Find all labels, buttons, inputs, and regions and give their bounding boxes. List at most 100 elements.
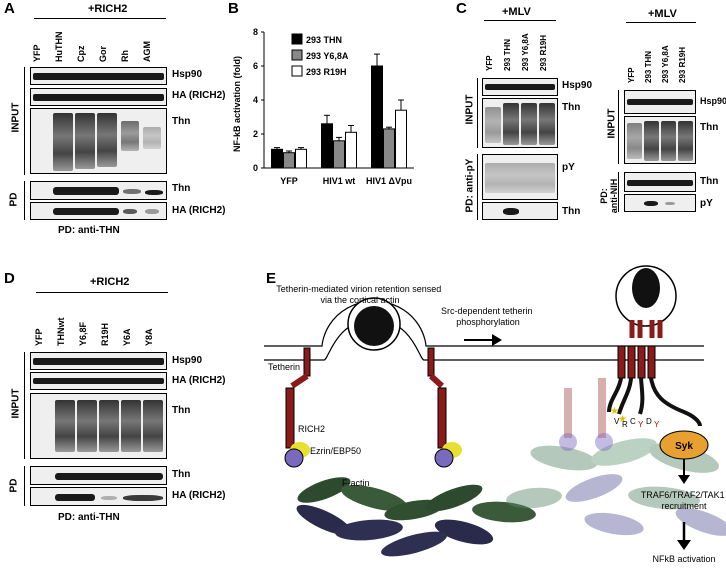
tetherin-complex-left [284, 347, 311, 468]
panel-d-header-line [36, 292, 168, 293]
x-tick-label: YFP [280, 176, 298, 186]
panel-d-blot-thn-pd [30, 466, 167, 485]
panel-d-row-thn: Thn [172, 405, 191, 416]
legend-label: 293 THN [306, 35, 342, 45]
panel-b-label: B [228, 0, 239, 17]
lane-label: R19H [100, 322, 110, 346]
panel-c-left-blot-thn-pd [482, 202, 558, 220]
lane-label: 293 THN [503, 38, 512, 71]
bar [333, 140, 345, 169]
y-tick-label: 2 [253, 129, 258, 139]
actin-cortex-left [296, 477, 536, 557]
panel-c-left-row-thn-pd: Thn [562, 206, 581, 217]
motif-letter: D [646, 417, 652, 426]
lane-label: THNwt [56, 317, 66, 347]
traf-label: TRAF6/TRAF2/TAK1 recruitment [641, 490, 726, 511]
svg-text:★: ★ [618, 414, 627, 425]
panel-c-left-pd-bracket [477, 154, 478, 220]
lane-label: 293 R19H [678, 46, 687, 83]
lane-label: Rh [120, 50, 130, 62]
panel-a-row-ha-pd: HA (RICH2) [172, 205, 226, 216]
y-tick-label: 6 [253, 61, 258, 71]
panel-d-label: D [4, 270, 15, 287]
panel-a-label: A [4, 0, 15, 17]
panel-c-left-pd-label: PD: anti-pY [464, 158, 476, 213]
panel-d-blot-ha-pd [30, 487, 167, 506]
lane-label: Y8A [144, 328, 154, 346]
legend-swatch [291, 33, 303, 45]
panel-d-row-thn-pd: Thn [172, 469, 191, 480]
bar [371, 65, 383, 169]
panel-a-row-ha: HA (RICH2) [172, 90, 226, 101]
panel-a-blot-thn-pd [30, 181, 167, 200]
lane-label: YFP [485, 55, 494, 71]
panel-c-right-row-py: pY [700, 198, 713, 209]
motif-letter: C [630, 417, 636, 426]
nfkb-label: NFkB activation [652, 554, 715, 564]
legend-label: 293 R19H [306, 67, 347, 77]
tetherin-complex-mid [427, 347, 462, 468]
virion-right [615, 265, 677, 338]
motif-letter: V [614, 417, 620, 426]
panel-c-right-header-line [626, 22, 696, 23]
panel-c-right-blot-hsp90 [624, 90, 696, 114]
panel-d-pd-label: PD [8, 478, 20, 493]
panel-a-caption: PD: anti-THN [58, 225, 120, 236]
panel-d-caption: PD: anti-THN [58, 512, 120, 523]
panel-a-header: +RICH2 [88, 3, 128, 15]
lane-label: Y6,8F [78, 321, 88, 346]
src-label: Src-dependent tetherin phosphorylation [441, 306, 535, 327]
retention-label: Tetherin-mediated virion retention sense… [276, 284, 444, 305]
panel-c-right-pd-bracket [618, 172, 619, 212]
panel-c-left-header-line [484, 20, 556, 21]
panel-a-pd-label: PD [8, 192, 20, 207]
lane-label: 293 Y6,8A [521, 33, 530, 71]
panel-d-row-ha-pd: HA (RICH2) [172, 490, 226, 501]
lane-label: YFP [32, 44, 42, 62]
panel-c-right-pd-label: PD: anti-NIH [599, 178, 619, 214]
panel-d-blot-thn-input [30, 393, 167, 459]
panel-c-right-row-thn-pd: Thn [700, 176, 719, 187]
panel-a-blot-ha-input [30, 88, 167, 106]
panel-a-pd-bracket [24, 181, 25, 220]
panel-d-row-hsp90: Hsp90 [172, 355, 203, 366]
panel-c-left-row-hsp90: Hsp90 [562, 80, 593, 91]
rich2-label: RICH2 [298, 424, 325, 434]
legend-swatch [291, 65, 303, 77]
bar [295, 148, 307, 169]
virion-left [347, 297, 401, 351]
lane-label: YFP [34, 328, 44, 346]
panel-a-row-thn: Thn [172, 116, 191, 127]
lane-label: 293 Y6,8A [661, 45, 670, 83]
tetherin-complex-right: ★ ★ [559, 345, 702, 451]
panel-a-row-hsp90: Hsp90 [172, 69, 203, 80]
chart-y-axis-label: NF-kB activation (fold) [232, 56, 242, 152]
lane-label: Gor [98, 45, 108, 62]
y-tick-label: 4 [253, 95, 258, 105]
lane-label: YFP [627, 67, 636, 83]
panel-e-label: E [266, 270, 277, 287]
ezrin-label: Ezrin/EBP50 [310, 446, 361, 456]
factin-label: F-actin [342, 478, 370, 488]
panel-a-input-bracket [24, 67, 25, 175]
panel-a-input-label: INPUT [10, 102, 22, 133]
panel-a-blot-thn-input [30, 108, 167, 174]
panel-c-left-input-bracket [477, 78, 478, 148]
lane-label: HuTHN [54, 31, 64, 63]
panel-c-left-row-py: pY [562, 162, 575, 173]
panel-c-left-blot-thn [482, 98, 558, 148]
panel-c-left-row-thn: Thn [562, 102, 581, 113]
panel-a-row-thn-pd: Thn [172, 183, 191, 194]
panel-c-right-input-bracket [618, 90, 619, 164]
panel-a-blot-ha-pd [30, 202, 167, 220]
bar [321, 123, 333, 169]
motif-letter: R [622, 420, 628, 429]
lane-label: Y6A [122, 328, 132, 346]
tetherin-label: Tetherin [268, 362, 300, 372]
legend-label: 293 Y6,8A [306, 51, 349, 61]
x-tick-label: HIV1 ΔVpu [366, 176, 412, 186]
panel-d-blot-hsp90 [30, 352, 167, 370]
y-tick-label: 0 [253, 163, 258, 173]
bar [271, 148, 283, 169]
lane-label: AGM [142, 41, 152, 62]
